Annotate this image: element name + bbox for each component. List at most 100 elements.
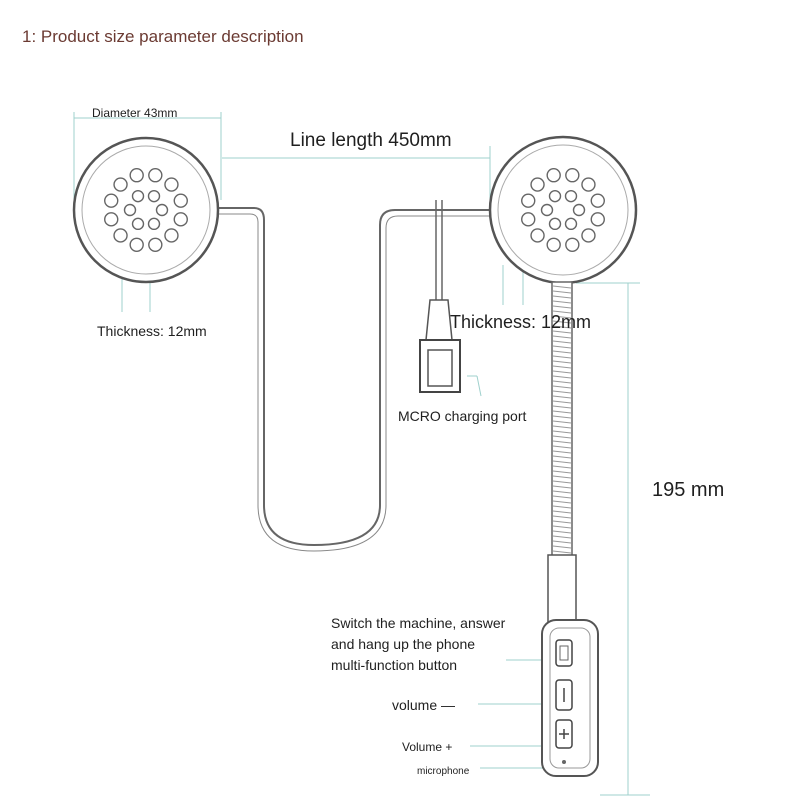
speaker-grille-hole (581, 228, 596, 243)
gooseneck-rib (552, 535, 572, 539)
right-speaker (488, 135, 638, 285)
speaker-grille-hole (565, 168, 580, 183)
charging-plug (425, 299, 453, 341)
speaker-grille-hole (129, 168, 144, 183)
gooseneck-rib (552, 290, 572, 294)
diameter-label: Diameter 43mm (92, 106, 178, 120)
speaker-grille-hole (131, 217, 145, 231)
speaker-grille-hole (521, 193, 536, 208)
button-desc-line-2: and hang up the phone (331, 636, 476, 652)
volume-plus-label: Volume + (402, 740, 453, 754)
gooseneck-rib (552, 415, 572, 419)
gooseneck-boom (547, 281, 577, 626)
thickness-right-label: Thickness: 12mm (450, 312, 592, 332)
charging-cable (435, 200, 443, 300)
gooseneck-rib (552, 310, 572, 314)
gooseneck-rib (552, 550, 572, 554)
speaker-grille-hole (530, 177, 545, 192)
speaker-grille-hole (548, 189, 562, 203)
gooseneck-rib (552, 490, 572, 494)
gooseneck-rib (552, 350, 572, 354)
gooseneck-rib (552, 505, 572, 509)
line-length-label: Line length 450mm (290, 130, 452, 151)
gooseneck-rib (552, 385, 572, 389)
gooseneck-rib (552, 285, 572, 289)
dimension-lines (73, 112, 650, 796)
gooseneck-rib (552, 360, 572, 364)
gooseneck-rib (552, 345, 572, 349)
gooseneck-rib (552, 530, 572, 534)
gooseneck-rib (552, 375, 572, 379)
speaker-grille-hole (548, 217, 562, 231)
speaker-grille-hole (113, 228, 128, 243)
microphone-hole (562, 760, 566, 764)
gooseneck-rib (552, 545, 572, 549)
speaker-grille-hole (590, 212, 605, 227)
gooseneck-rib (552, 365, 572, 369)
gooseneck-rib (552, 340, 572, 344)
speaker-grille-hole (173, 212, 188, 227)
speaker-grille-hole (123, 203, 137, 217)
gooseneck-rib (552, 540, 572, 544)
gooseneck-rib (552, 510, 572, 514)
gooseneck-rib (552, 465, 572, 469)
gooseneck-rib (552, 440, 572, 444)
gooseneck-rib (552, 295, 572, 299)
speaker-grille-hole (173, 193, 188, 208)
connecting-cable-edge (218, 213, 490, 552)
gooseneck-rib (552, 520, 572, 524)
speaker-grille-hole (564, 189, 578, 203)
gooseneck-rib (552, 455, 572, 459)
left-speaker (72, 136, 220, 284)
speaker-grille-hole (521, 212, 536, 227)
speaker-grille-hole (546, 168, 561, 183)
speaker-grille-hole (540, 203, 554, 217)
mic-length-label: 195 mm (652, 479, 725, 501)
gooseneck-rib (552, 335, 572, 339)
volume-minus-label: volume — (392, 697, 456, 713)
button-desc-line-1: Switch the machine, answer (331, 615, 506, 631)
gooseneck-rib (552, 315, 572, 319)
page-header: 1: Product size parameter description (22, 27, 304, 46)
speaker-grille-hole (147, 189, 161, 203)
gooseneck-rib (552, 475, 572, 479)
gooseneck-rib (552, 300, 572, 304)
gooseneck-rib (552, 425, 572, 429)
speaker-grille-hole (104, 212, 119, 227)
gooseneck-rib (552, 435, 572, 439)
connecting-cable (218, 207, 490, 547)
speaker-grille-hole (129, 237, 144, 252)
gooseneck-rib (552, 460, 572, 464)
speaker-grille-hole (590, 193, 605, 208)
speaker-grille-hole (564, 217, 578, 231)
speaker-grille-hole (131, 189, 145, 203)
speaker-grille-hole (572, 203, 586, 217)
speaker-grille-hole (164, 228, 179, 243)
speaker-grille-hole (164, 177, 179, 192)
gooseneck-rib (552, 325, 572, 329)
speaker-grille-hole (148, 168, 163, 183)
gooseneck-rib (552, 320, 572, 324)
speaker-grille-hole (565, 237, 580, 252)
gooseneck-rib (552, 500, 572, 504)
button-desc-line-3: multi-function button (331, 657, 458, 673)
speaker-grille-hole (530, 228, 545, 243)
gooseneck-rib (552, 430, 572, 434)
gooseneck-rib (552, 480, 572, 484)
gooseneck-rib (552, 515, 572, 519)
gooseneck-rib (552, 370, 572, 374)
gooseneck-rib (552, 305, 572, 309)
speaker-grille-hole (147, 217, 161, 231)
port-leader-b (476, 375, 482, 397)
speaker-grille-hole (155, 203, 169, 217)
gooseneck-rib (552, 450, 572, 454)
multi-function-button[interactable] (555, 639, 573, 667)
gooseneck-rib (552, 380, 572, 384)
gooseneck-rib (552, 420, 572, 424)
gooseneck-rib (552, 525, 572, 529)
gooseneck-rib (552, 330, 572, 334)
gooseneck-rib (552, 400, 572, 404)
gooseneck-rib (552, 485, 572, 489)
speaker-grille-hole (148, 237, 163, 252)
